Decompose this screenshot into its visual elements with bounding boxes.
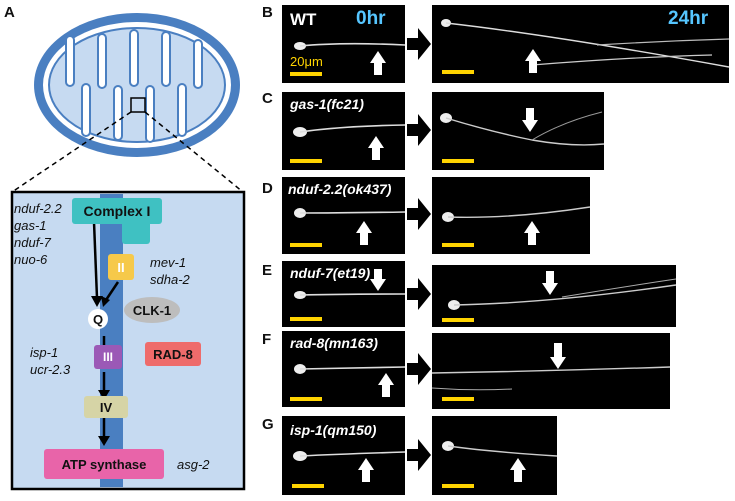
scalebar — [442, 484, 474, 488]
arrow-right-icon — [407, 114, 431, 146]
scalebar — [442, 159, 474, 163]
genotype-label-e: nduf-7(et19) — [290, 265, 371, 281]
timepoint-0hr: 0hr — [356, 8, 386, 29]
zoom-box — [130, 97, 146, 113]
scalebar — [292, 484, 324, 488]
panel-label-a: A — [4, 4, 15, 21]
panel-label-f: F — [262, 331, 272, 348]
panel-label-b: B — [262, 4, 273, 21]
mitochondrion-diagram — [10, 13, 246, 491]
genotype-label-c: gas-1(fc21) — [290, 96, 364, 112]
complex3-genes: isp-1 ucr-2.3 — [30, 344, 70, 378]
complex2-box: II — [108, 254, 134, 280]
gene-gas-1: gas-1 — [14, 218, 47, 233]
complex3-box: III — [94, 345, 122, 369]
gene-sdha-2: sdha-2 — [150, 272, 190, 287]
scalebar — [290, 317, 322, 321]
complex4-box: IV — [84, 396, 128, 418]
gene-mev-1: mev-1 — [150, 255, 187, 270]
panel-label-d: D — [262, 180, 273, 197]
panel-d-24hr — [432, 177, 590, 254]
scalebar — [290, 397, 322, 401]
scalebar — [442, 70, 474, 74]
gene-ucr-2-3: ucr-2.3 — [30, 362, 71, 377]
timepoint-24hr: 24hr — [668, 8, 709, 29]
panel-f-0hr: rad-8(mn163) — [282, 331, 405, 407]
arrow-right-icon — [407, 28, 431, 60]
panel-f-24hr — [432, 333, 670, 409]
scalebar — [442, 318, 474, 322]
complex2-genes: mev-1 sdha-2 — [150, 254, 190, 288]
panel-e-24hr — [432, 265, 676, 327]
genotype-label-f: rad-8(mn163) — [290, 335, 378, 351]
complex1-box: Complex I — [72, 198, 162, 224]
arrow-right-icon — [407, 278, 431, 310]
gene-nduf-2-2: nduf-2.2 — [14, 201, 62, 216]
scalebar — [290, 243, 322, 247]
arrow-right-icon — [407, 439, 431, 471]
panel-label-g: G — [262, 416, 274, 433]
gene-isp-1: isp-1 — [30, 345, 59, 360]
rad8-box: RAD-8 — [145, 342, 201, 366]
clk1-oval: CLK-1 — [124, 297, 180, 323]
panel-g-0hr: isp-1(qm150) — [282, 416, 405, 495]
panel-label-c: C — [262, 90, 273, 107]
genotype-label-b: WT — [290, 10, 317, 29]
gene-nuo-6: nuo-6 — [14, 252, 48, 267]
gene-nduf-7: nduf-7 — [14, 235, 51, 250]
panel-c-24hr — [432, 92, 604, 170]
panel-label-e: E — [262, 262, 273, 279]
panel-d-0hr: nduf-2.2(ok437) — [282, 177, 405, 254]
arrow-right-icon — [407, 198, 431, 230]
complex1-genes: nduf-2.2 gas-1 nduf-7 nuo-6 — [14, 200, 62, 268]
scalebar-label: 20μm — [290, 54, 323, 69]
gene-asg-2: asg-2 — [177, 457, 210, 472]
genotype-label-g: isp-1(qm150) — [290, 422, 377, 438]
scalebar — [442, 243, 474, 247]
panel-c-0hr: gas-1(fc21) — [282, 92, 405, 170]
arrow-right-icon — [407, 353, 431, 385]
atp-synthase-box: ATP synthase — [44, 449, 164, 479]
scalebar — [290, 159, 322, 163]
scalebar — [442, 397, 474, 401]
panel-b-0hr: WT 0hr 20μm — [282, 5, 405, 83]
genotype-label-d: nduf-2.2(ok437) — [288, 181, 392, 197]
scalebar — [290, 72, 322, 76]
timepoint-arrows — [407, 28, 431, 471]
panel-g-24hr — [432, 416, 557, 495]
panel-b-24hr: 24hr — [432, 5, 729, 83]
ubiquinone-q: Q — [88, 309, 108, 329]
panel-e-0hr: nduf-7(et19) — [282, 261, 405, 327]
